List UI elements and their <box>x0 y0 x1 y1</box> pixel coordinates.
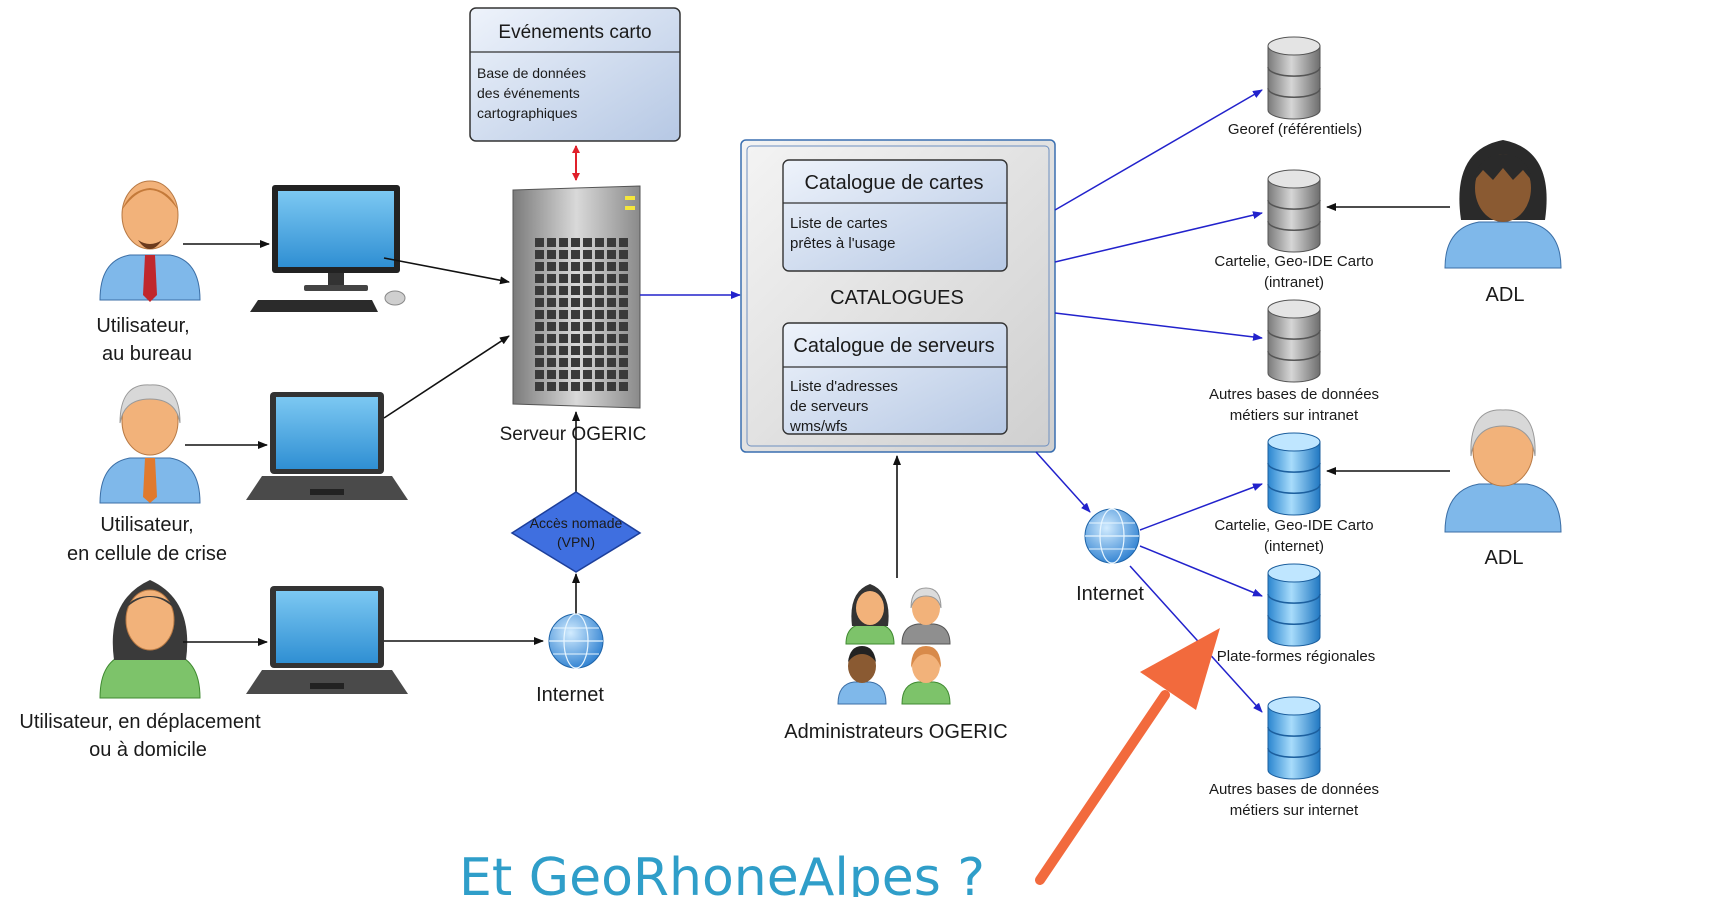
events-box-title: Evénements carto <box>498 22 651 43</box>
adl-bottom-label: ADL <box>1485 547 1524 569</box>
database-other-internet-icon <box>1267 696 1321 780</box>
user-mobile-label-2: ou à domicile <box>89 739 207 761</box>
events-box-line-1: Base de données <box>477 65 586 81</box>
events-box-line-3: cartographiques <box>477 105 577 121</box>
user-mobile-label-1: Utilisateur, en déplacement <box>19 711 261 733</box>
user-crisis-label-2: en cellule de crise <box>67 543 227 565</box>
database-cartelie-intranet-label-2: (intranet) <box>1264 274 1324 291</box>
catalogue-maps-line-1: Liste de cartes <box>790 215 888 232</box>
catalogue-maps-title: Catalogue de cartes <box>804 172 983 194</box>
catalogue-servers-line-3: wms/wfs <box>789 418 848 435</box>
user-office-label-2: au bureau <box>102 343 192 365</box>
database-other-intranet-label-2: métiers sur intranet <box>1230 407 1359 424</box>
right-connections <box>1035 89 1263 713</box>
catalogue-maps-box: Catalogue de cartes Liste de cartes prêt… <box>782 159 1008 272</box>
internet-globe-right-icon <box>1084 508 1140 564</box>
server-label: Serveur OGERIC <box>500 424 647 445</box>
events-box-line-2: des événements <box>477 85 580 101</box>
laptop-crisis-icon <box>246 392 408 500</box>
adl-bottom-avatar <box>1444 409 1562 533</box>
database-regional-platforms-label: Plate-formes régionales <box>1217 648 1375 665</box>
user-office-label-1: Utilisateur, <box>96 315 189 337</box>
database-other-internet-label-1: Autres bases de données <box>1209 781 1379 798</box>
catalogue-servers-line-2: de serveurs <box>790 398 868 415</box>
catalogue-maps-line-2: prêtes à l'usage <box>790 235 895 252</box>
internet-globe-left-icon <box>548 613 604 669</box>
catalogue-servers-title: Catalogue de serveurs <box>793 335 994 357</box>
database-georef-icon <box>1267 36 1321 120</box>
user-crisis-avatar <box>99 384 201 504</box>
database-georef-label: Georef (référentiels) <box>1228 121 1362 138</box>
admins-label: Administrateurs OGERIC <box>784 721 1007 743</box>
database-cartelie-intranet-icon <box>1267 169 1321 253</box>
admins-group-icon <box>837 584 951 705</box>
left-connections <box>183 240 580 646</box>
database-cartelie-internet-label-1: Cartelie, Geo-IDE Carto <box>1214 517 1373 534</box>
catalogues-label: CATALOGUES <box>830 287 964 309</box>
adl-top-label: ADL <box>1486 284 1525 306</box>
callout-text: Et GeoRhoneAlpes ? <box>459 848 985 897</box>
callout-arrowhead <box>1140 628 1220 710</box>
database-cartelie-internet-icon <box>1267 432 1321 516</box>
user-office-avatar <box>99 180 201 302</box>
vpn-label-2: (VPN) <box>557 534 595 550</box>
laptop-mobile-icon <box>246 586 408 694</box>
callout-arrow <box>1035 690 1170 885</box>
user-crisis-label-1: Utilisateur, <box>100 514 193 536</box>
user-mobile-avatar <box>99 580 201 699</box>
adl-top-avatar <box>1444 140 1562 269</box>
database-other-intranet-icon <box>1267 299 1321 383</box>
database-other-intranet-label-1: Autres bases de données <box>1209 386 1379 403</box>
desktop-computer-icon <box>250 185 406 312</box>
database-other-internet-label-2: métiers sur internet <box>1230 802 1359 819</box>
internet-left-label: Internet <box>536 684 604 706</box>
events-box: Evénements carto Base de données des évé… <box>469 7 681 142</box>
database-regional-platforms-icon <box>1267 563 1321 647</box>
vpn-access-node: Accès nomade (VPN) <box>510 491 642 573</box>
server-icon <box>512 185 641 409</box>
database-cartelie-intranet-label-1: Cartelie, Geo-IDE Carto <box>1214 253 1373 270</box>
internet-right-label: Internet <box>1076 583 1144 605</box>
vpn-label-1: Accès nomade <box>530 515 623 531</box>
catalogue-servers-box: Catalogue de serveurs Liste d'adresses d… <box>782 322 1008 435</box>
database-cartelie-internet-label-2: (internet) <box>1264 538 1324 555</box>
catalogue-servers-line-1: Liste d'adresses <box>790 378 898 395</box>
